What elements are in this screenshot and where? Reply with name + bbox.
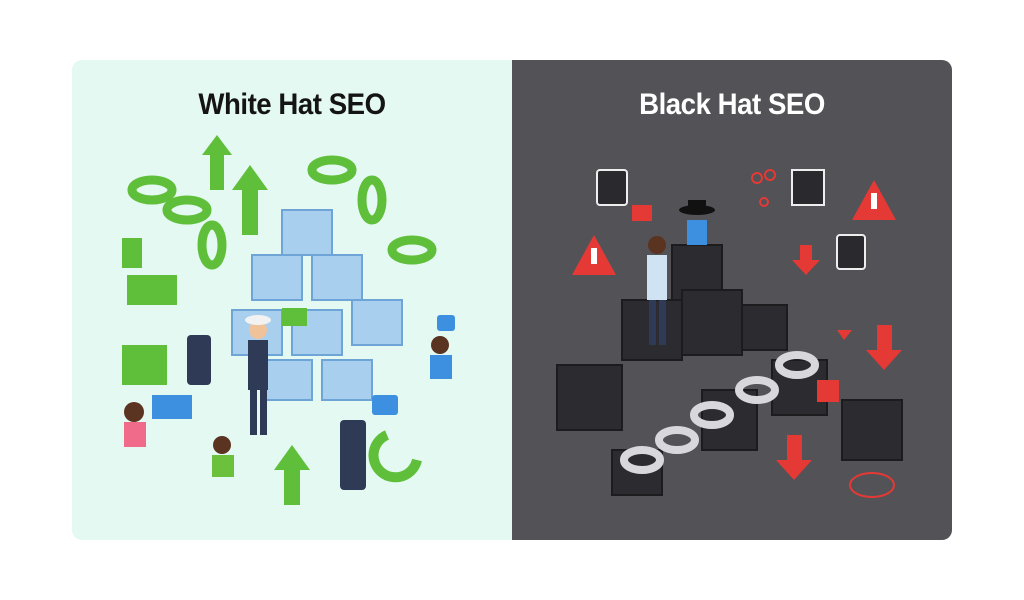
rubble-blocks-icon (556, 244, 903, 496)
phone-icon (187, 335, 366, 490)
broken-chain-icon (620, 351, 819, 474)
person-icon (245, 315, 271, 435)
black-hat-illustration (556, 169, 903, 498)
black-hat-title: Black Hat SEO (639, 88, 825, 121)
chain-link-icon (127, 155, 437, 270)
comparison-card: White Hat SEO Black Hat SEO (72, 60, 952, 540)
alert-icon (817, 380, 839, 402)
white-hat-panel: White Hat SEO (72, 60, 512, 540)
blocked-icon (596, 169, 866, 270)
down-arrow-icon (776, 245, 902, 480)
black-hat-panel: Black Hat SEO (512, 60, 952, 540)
refresh-icon (368, 430, 422, 483)
warning-icon-inner (591, 193, 877, 264)
chat-icon (122, 238, 307, 385)
laptop-user-icon (124, 336, 452, 477)
white-hat-title: White Hat SEO (198, 88, 386, 121)
white-hat-illustration (122, 135, 455, 505)
hacker-icon (632, 200, 715, 345)
tangled-icon (751, 169, 895, 498)
check-icon (372, 315, 455, 415)
up-arrow-icon (202, 135, 310, 505)
